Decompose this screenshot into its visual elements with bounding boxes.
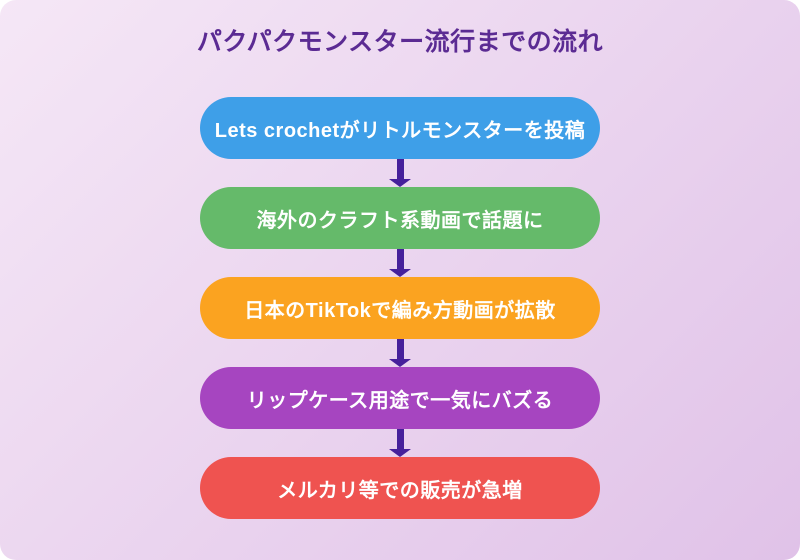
flow-step-1-label: Lets crochetがリトルモンスターを投稿 (214, 119, 586, 142)
down-arrow-icon (389, 429, 411, 457)
flow-step-4-label: リップケース用途で一気にバズる (246, 389, 554, 412)
flow-step-1: Lets crochetがリトルモンスターを投稿 (200, 97, 600, 159)
arrow-shaft (396, 249, 404, 269)
flow-step-3: 日本のTikTokで編み方動画が拡散 (200, 277, 600, 339)
down-arrow-icon (389, 249, 411, 277)
flow-step-5: メルカリ等での販売が急増 (200, 457, 600, 519)
arrow-head (389, 359, 411, 367)
arrow-shaft (396, 159, 404, 179)
down-arrow-icon (389, 339, 411, 367)
flow-chart: Lets crochetがリトルモンスターを投稿 海外のクラフト系動画で話題に … (200, 97, 600, 519)
down-arrow-icon (389, 159, 411, 187)
arrow-shaft (396, 339, 404, 359)
flow-step-3-label: 日本のTikTokで編み方動画が拡散 (244, 299, 556, 322)
arrow-head (389, 449, 411, 457)
flow-step-4: リップケース用途で一気にバズる (200, 367, 600, 429)
flow-step-2: 海外のクラフト系動画で話題に (200, 187, 600, 249)
page-title: パクパクモンスター流行までの流れ (196, 28, 604, 56)
arrow-head (389, 179, 411, 187)
arrow-head (389, 269, 411, 277)
flow-step-5-label: メルカリ等での販売が急増 (277, 479, 523, 502)
arrow-shaft (396, 429, 404, 449)
flow-step-2-label: 海外のクラフト系動画で話題に (256, 209, 544, 232)
